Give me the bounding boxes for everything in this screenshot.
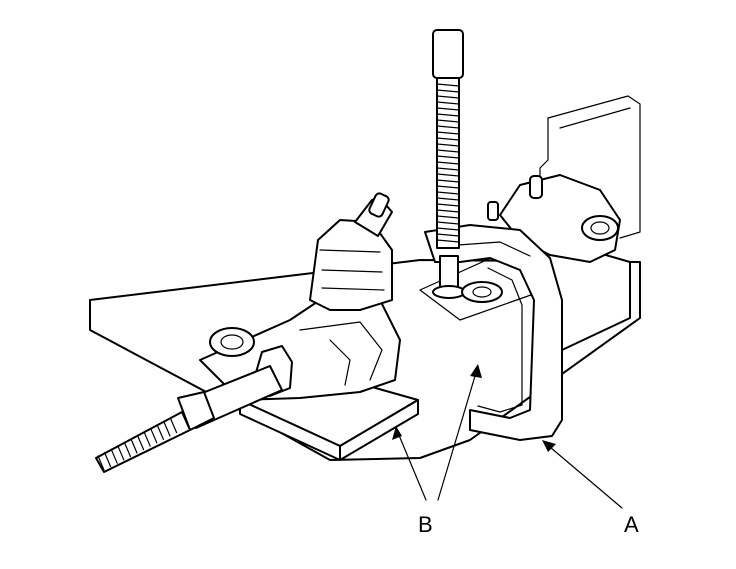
tie-rod-thread-line bbox=[103, 452, 112, 468]
thread-line bbox=[436, 197, 460, 201]
tie-rod-thread-line bbox=[97, 455, 105, 471]
thread-line bbox=[436, 149, 460, 153]
thread-line bbox=[436, 173, 460, 177]
thread-line bbox=[436, 161, 460, 165]
thread-line bbox=[436, 83, 460, 87]
thread-line bbox=[436, 239, 460, 243]
callout-label-a: A bbox=[624, 512, 639, 537]
press-rod-head bbox=[432, 29, 464, 79]
tie-rod-thread-line bbox=[110, 448, 118, 464]
tie-rod-thread-line bbox=[137, 435, 145, 451]
thread-line bbox=[436, 233, 460, 237]
thread-line bbox=[436, 137, 460, 141]
thread-line bbox=[436, 227, 460, 231]
tie-rod-thread-line bbox=[117, 445, 125, 461]
thread-line bbox=[436, 203, 460, 207]
thread-line bbox=[436, 101, 460, 105]
tie-rod-thread-line bbox=[143, 431, 151, 447]
thread-line bbox=[436, 221, 460, 225]
thread-line bbox=[436, 95, 460, 99]
thread-line bbox=[436, 215, 460, 219]
c-clamp-press-tool bbox=[424, 29, 563, 441]
tie-rod bbox=[95, 345, 293, 473]
rod-threads bbox=[436, 83, 460, 243]
thread-line bbox=[436, 209, 460, 213]
thread-line bbox=[436, 185, 460, 189]
thread-line bbox=[436, 131, 460, 135]
thread-line bbox=[436, 167, 460, 171]
tie-rod-thread-line bbox=[150, 428, 158, 444]
thread-line bbox=[436, 179, 460, 183]
thread-line bbox=[436, 107, 460, 111]
leader-lines bbox=[392, 364, 623, 509]
tie-rod-threads bbox=[97, 418, 178, 471]
tie-rod-thread-line bbox=[163, 421, 171, 437]
thread-line bbox=[436, 113, 460, 117]
thread-line bbox=[436, 119, 460, 123]
thread-line bbox=[436, 89, 460, 93]
tie-rod-thread-line bbox=[123, 441, 131, 457]
thread-line bbox=[436, 125, 460, 129]
tie-rod-thread-line bbox=[170, 418, 178, 434]
thread-line bbox=[436, 191, 460, 195]
thread-line bbox=[436, 143, 460, 147]
thread-line bbox=[436, 155, 460, 159]
tie-rod-thread-line bbox=[130, 438, 138, 454]
callout-label-b: B bbox=[418, 512, 433, 537]
tie-rod-thread-line bbox=[156, 424, 164, 440]
